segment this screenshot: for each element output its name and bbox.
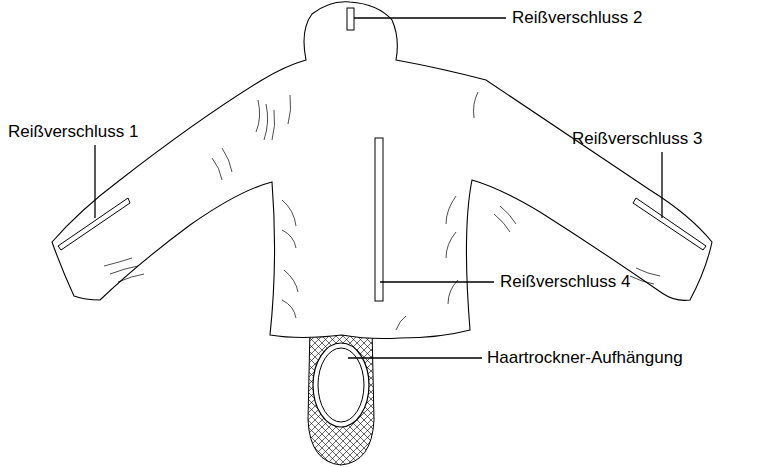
hanger-ring-inner [318,348,364,422]
jacket-outline [52,2,712,339]
zipper-hood [347,8,354,30]
hanger-ring-outer [313,343,369,427]
leader-lines [95,18,662,358]
part-label: Reißverschluss 4 [500,272,630,292]
zipper-left-sleeve [58,198,130,250]
hanger-hatch [308,328,374,465]
fold-lines [104,92,660,330]
part-label: Haartrockner-Aufhängung [487,348,683,368]
part-label: Reißverschluss 1 [8,122,138,142]
zipper-back [375,138,383,301]
zipper-right-sleeve [633,198,706,250]
part-label: Reißverschluss 2 [512,8,642,28]
part-label: Reißverschluss 3 [572,129,702,149]
